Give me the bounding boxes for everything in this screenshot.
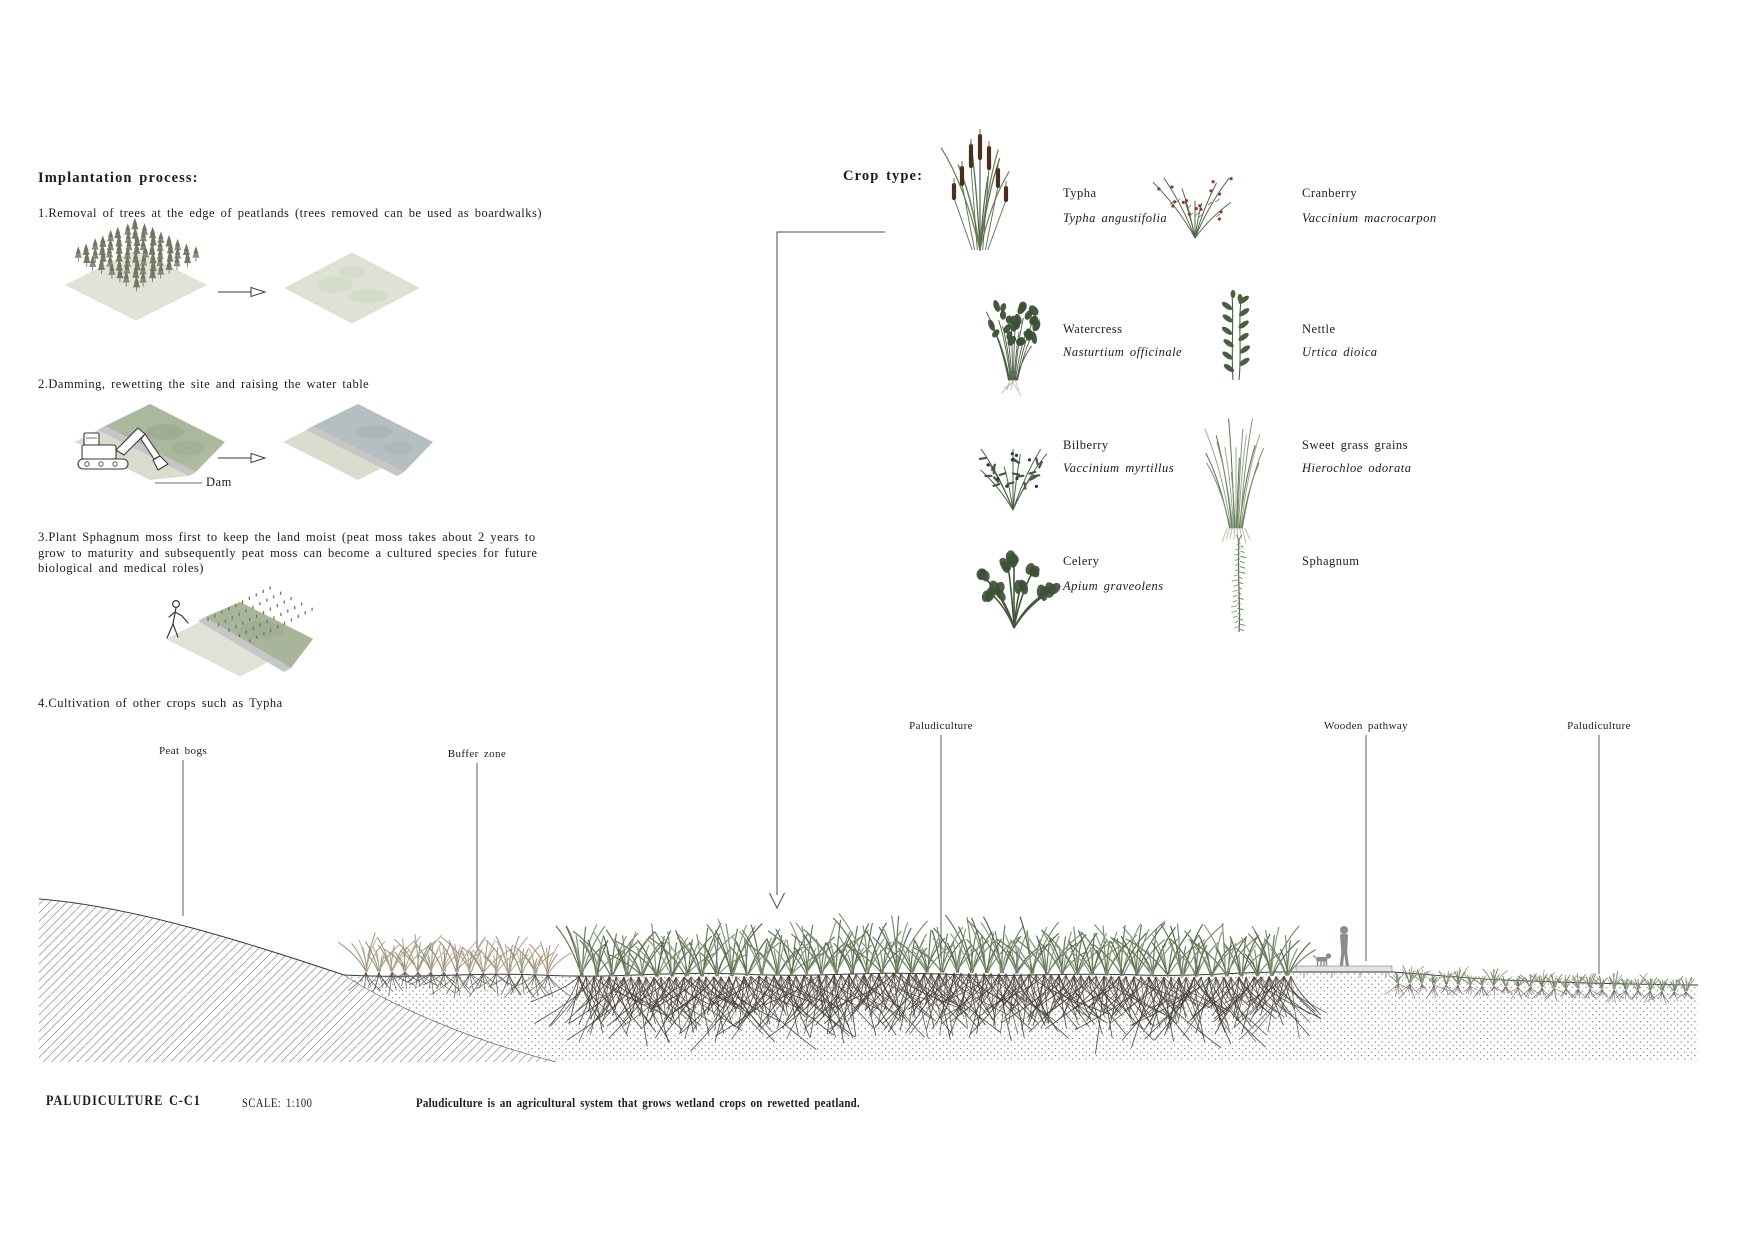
step1-arrow-right-icon [218,286,267,298]
peat-bogs-label: Peat bogs [158,745,208,757]
step1-text: 1.Removal of trees at the edge of peatla… [38,206,543,220]
wooden-pathway [1295,965,1393,977]
crop-latin-sweetgrass: Hierochloe odorata [1302,461,1412,475]
crop-name-sweetgrass: Sweet grass grains [1302,438,1409,452]
drawing-description: Paludiculture is an agricultural system … [416,1095,860,1110]
crop-name-nettle: Nettle [1302,322,1336,336]
crop-type-heading: Crop type: [843,168,923,184]
step4-text: 4.Cultivation of other crops such as Typ… [38,696,283,710]
section-paludiculture-crops [555,913,1316,977]
drawing-title: PALUDICULTURE C-C1 [46,1093,201,1109]
crop-latin-cranberry: Vaccinium macrocarpon [1302,211,1437,225]
crop-name-watercress: Watercress [1063,322,1123,336]
step3-text: 3.Plant Sphagnum moss first to keep the … [38,530,538,575]
section-paludiculture-low-crops [1384,965,1695,1005]
bilberry-illustration [978,448,1048,511]
step2-damming-plot [75,404,225,480]
crop-latin-celery: Apium graveolens [1063,579,1164,593]
section-root-systems [530,972,1327,1055]
step2-arrow-right-icon [218,452,267,464]
dam-callout-label: Dam [206,475,232,489]
walker-person-icon [1339,926,1349,966]
step3-sphagnum-plot [166,586,314,677]
typha-illustration [940,129,1010,251]
nettle-illustration [1221,290,1251,381]
step2-rewetted-plot [283,404,433,480]
sphagnum-illustration [1230,534,1247,633]
section-buffer-zone-vegetation [337,932,572,999]
buffer-zone-label: Buffer zone [447,748,507,760]
sweet-grass-illustration [1204,418,1264,544]
implantation-heading: Implantation process: [38,170,199,186]
paludiculture-left-label: Paludiculture [909,720,973,732]
crop-name-typha: Typha [1063,186,1097,200]
step1-cleared-plot [284,252,420,324]
step1-forested-plot [65,217,207,321]
cranberry-illustration [1152,177,1233,239]
crop-name-sphagnum: Sphagnum [1302,554,1360,568]
crop-latin-watercress: Nasturtium officinale [1063,345,1183,359]
scale-label: SCALE: 1:100 [242,1096,313,1110]
crop-name-bilberry: Bilberry [1063,438,1109,452]
step2-text: 2.Damming, rewetting the site and raisin… [38,377,370,391]
planter-person-icon [166,599,189,639]
excavator-icon [77,427,169,471]
paludiculture-right-label: Paludiculture [1567,720,1631,732]
crop-latin-nettle: Urtica dioica [1302,345,1378,359]
crop-latin-bilberry: Vaccinium myrtillus [1063,461,1175,475]
dog-icon [1312,953,1332,966]
crop-name-celery: Celery [1063,554,1100,568]
arrow-down-icon [769,892,785,910]
celery-illustration [976,550,1061,629]
wooden-pathway-label: Wooden pathway [1324,720,1408,732]
watercress-illustration [985,300,1041,397]
crop-to-section-leader-arrow [769,231,885,910]
crop-name-cranberry: Cranberry [1302,186,1358,200]
crop-latin-typha: Typha angustifolia [1063,211,1168,225]
section-leader-lines [182,735,1600,974]
